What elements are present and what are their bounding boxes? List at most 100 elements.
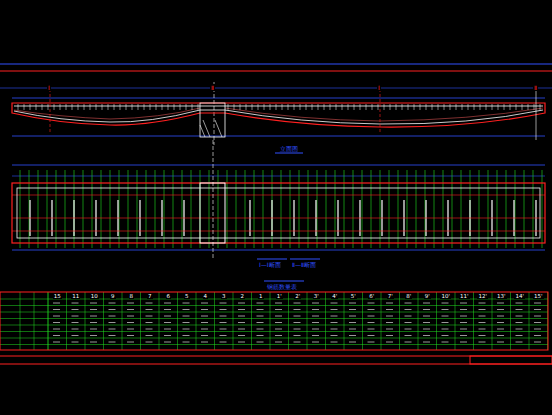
stroke xyxy=(201,329,208,330)
stroke xyxy=(214,292,215,350)
stroke xyxy=(220,342,227,343)
stroke xyxy=(408,104,409,110)
stroke xyxy=(381,292,382,350)
table-header: 10' xyxy=(440,293,451,299)
stroke xyxy=(312,322,319,323)
stroke xyxy=(272,170,273,248)
stroke xyxy=(470,170,471,248)
table-header: 8 xyxy=(129,293,135,299)
stroke xyxy=(290,170,291,248)
stroke xyxy=(299,170,300,248)
stroke xyxy=(497,322,504,323)
stroke xyxy=(497,342,504,343)
stroke xyxy=(146,335,153,336)
stroke xyxy=(257,322,264,323)
stroke xyxy=(174,104,175,110)
elevation-view xyxy=(0,82,552,145)
stroke xyxy=(460,329,467,330)
stroke xyxy=(294,342,301,343)
stroke xyxy=(201,335,208,336)
stroke xyxy=(349,342,356,343)
stroke xyxy=(72,329,79,330)
section-mark: Ⅱ xyxy=(533,84,538,91)
stroke xyxy=(48,292,49,350)
stroke xyxy=(534,309,541,310)
table-title: 钢筋数量表 xyxy=(266,283,298,290)
stroke xyxy=(442,309,449,310)
stroke xyxy=(238,335,245,336)
stroke xyxy=(56,170,57,248)
stroke xyxy=(164,170,165,248)
stroke xyxy=(480,104,481,110)
stroke xyxy=(102,104,103,110)
stroke xyxy=(254,170,255,248)
stroke xyxy=(486,104,487,110)
stroke xyxy=(109,322,116,323)
stroke xyxy=(405,335,412,336)
stroke xyxy=(529,292,530,350)
stroke xyxy=(234,104,235,110)
stroke xyxy=(432,104,433,110)
stroke xyxy=(402,104,403,110)
stroke xyxy=(405,329,412,330)
stroke xyxy=(108,104,109,110)
stroke xyxy=(354,104,355,110)
stroke xyxy=(306,104,307,110)
stroke xyxy=(220,316,227,317)
stroke xyxy=(294,104,295,110)
stroke xyxy=(146,316,153,317)
stroke xyxy=(127,309,134,310)
stroke xyxy=(78,104,79,110)
stroke xyxy=(0,325,548,326)
stroke xyxy=(90,316,97,317)
stroke xyxy=(479,322,486,323)
stroke xyxy=(90,303,97,304)
stroke xyxy=(53,329,60,330)
stroke xyxy=(348,104,349,110)
stroke xyxy=(372,104,373,110)
stroke xyxy=(473,292,474,350)
stroke xyxy=(0,338,548,339)
stroke xyxy=(109,329,116,330)
stroke xyxy=(183,316,190,317)
stroke xyxy=(257,309,264,310)
stroke xyxy=(164,329,171,330)
stroke xyxy=(72,316,79,317)
stroke xyxy=(72,309,79,310)
stroke xyxy=(510,104,511,110)
stroke xyxy=(336,104,337,110)
stroke xyxy=(245,170,246,248)
stroke xyxy=(497,303,504,304)
stroke xyxy=(72,303,79,304)
stroke xyxy=(331,322,338,323)
stroke xyxy=(312,335,319,336)
stroke xyxy=(524,170,525,248)
stroke xyxy=(156,104,157,110)
stroke xyxy=(436,292,437,350)
stroke xyxy=(53,342,60,343)
stroke xyxy=(479,335,486,336)
stroke xyxy=(443,170,444,248)
stroke xyxy=(423,342,430,343)
stroke xyxy=(405,303,412,304)
stroke xyxy=(201,309,208,310)
stroke xyxy=(220,309,227,310)
stroke xyxy=(281,170,282,248)
stroke xyxy=(398,170,399,248)
stroke xyxy=(114,104,115,110)
stroke xyxy=(371,170,372,248)
stroke xyxy=(276,104,277,110)
stroke xyxy=(331,335,338,336)
stroke xyxy=(90,342,97,343)
stroke xyxy=(522,104,523,110)
stroke xyxy=(282,104,283,110)
stroke xyxy=(238,316,245,317)
stroke xyxy=(368,329,375,330)
stroke xyxy=(420,104,421,110)
stroke xyxy=(534,342,541,343)
stroke xyxy=(20,292,21,350)
stroke xyxy=(53,316,60,317)
table-header: 6' xyxy=(368,293,375,299)
stroke xyxy=(368,303,375,304)
stroke xyxy=(48,292,49,350)
